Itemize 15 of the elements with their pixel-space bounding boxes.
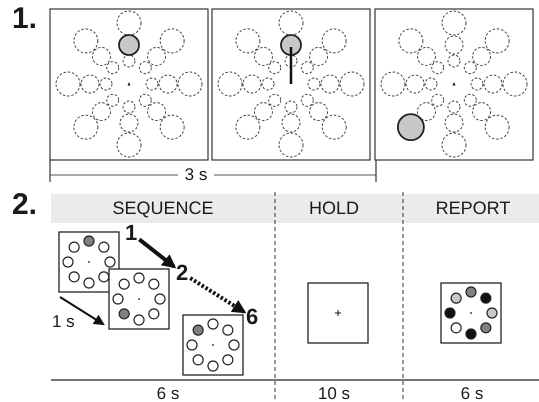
step-number: 2 [176,262,188,284]
duration-label: 6 s [156,385,180,402]
duration-label: 6 s [460,385,484,402]
duration-label: 1 s [52,313,75,330]
step-number: 1 [125,222,138,244]
phase-heading: SEQUENCE [111,199,215,217]
arrow [189,276,246,314]
step-number: 6 [246,306,258,328]
panel-label: 2. [12,190,38,220]
arrow [138,238,176,268]
phase-heading: REPORT [434,199,512,217]
phase-heading: HOLD [308,199,360,217]
duration-label: 10 s [316,385,352,402]
panel-label: 1. [12,4,38,34]
duration-label: 3 s [178,166,214,183]
